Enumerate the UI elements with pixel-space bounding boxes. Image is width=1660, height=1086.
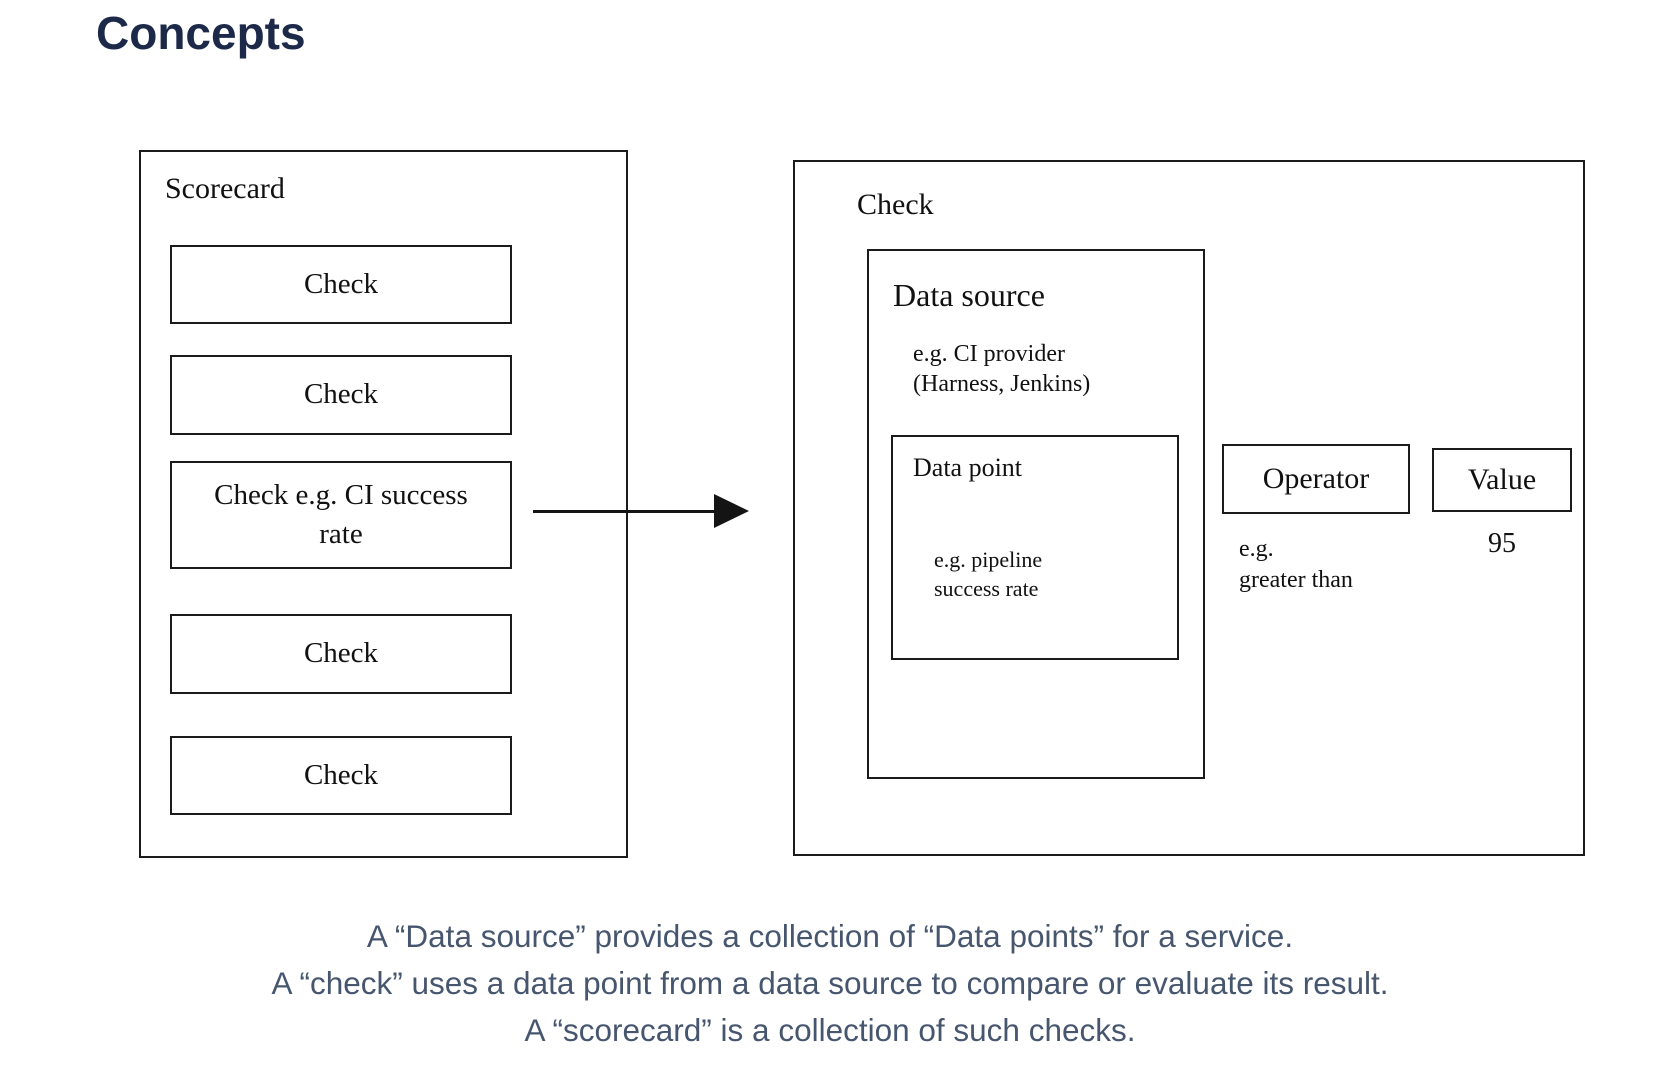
scorecard-check-item: Check xyxy=(170,245,512,324)
data-source-box: Data source e.g. CI provider (Harness, J… xyxy=(867,249,1205,779)
caption-line-3: A “scorecard” is a collection of such ch… xyxy=(524,1012,1136,1048)
data-point-example-line1: e.g. pipeline xyxy=(934,547,1043,572)
connector-arrow-head-icon xyxy=(714,494,749,528)
data-source-example-line2: (Harness, Jenkins) xyxy=(913,371,1091,397)
value-example: 95 xyxy=(1488,528,1516,559)
scorecard-check-item-ci-success-rate: Check e.g. CI success rate xyxy=(170,461,512,569)
data-point-example-line2: success rate xyxy=(934,576,1039,601)
scorecard-check-item: Check xyxy=(170,736,512,815)
scorecard-check-item: Check xyxy=(170,614,512,694)
caption: A “Data source” provides a collection of… xyxy=(0,913,1660,1054)
data-point-example: e.g. pipeline success rate xyxy=(934,545,1042,603)
operator-example-line1: e.g. xyxy=(1239,536,1274,562)
caption-line-2: A “check” uses a data point from a data … xyxy=(271,965,1389,1001)
operator-box: Operator xyxy=(1222,444,1410,514)
connector-arrow-line xyxy=(533,510,716,513)
data-point-box: Data point e.g. pipeline success rate xyxy=(891,435,1179,660)
scorecard-panel: Scorecard Check Check Check e.g. CI succ… xyxy=(139,150,628,858)
check-panel-label: Check xyxy=(857,188,934,221)
operator-example: e.g. greater than xyxy=(1239,534,1353,596)
data-source-example-line1: e.g. CI provider xyxy=(913,341,1065,367)
page-title: Concepts xyxy=(96,7,306,59)
caption-line-1: A “Data source” provides a collection of… xyxy=(366,918,1294,954)
data-point-label: Data point xyxy=(913,453,1023,482)
operator-example-line2: greater than xyxy=(1239,567,1353,593)
data-source-example: e.g. CI provider (Harness, Jenkins) xyxy=(913,339,1090,399)
scorecard-label: Scorecard xyxy=(165,172,285,205)
value-box: Value xyxy=(1432,448,1572,512)
data-source-label: Data source xyxy=(893,277,1045,313)
scorecard-check-item: Check xyxy=(170,355,512,435)
check-detail-panel: Check Data source e.g. CI provider (Harn… xyxy=(793,160,1585,856)
